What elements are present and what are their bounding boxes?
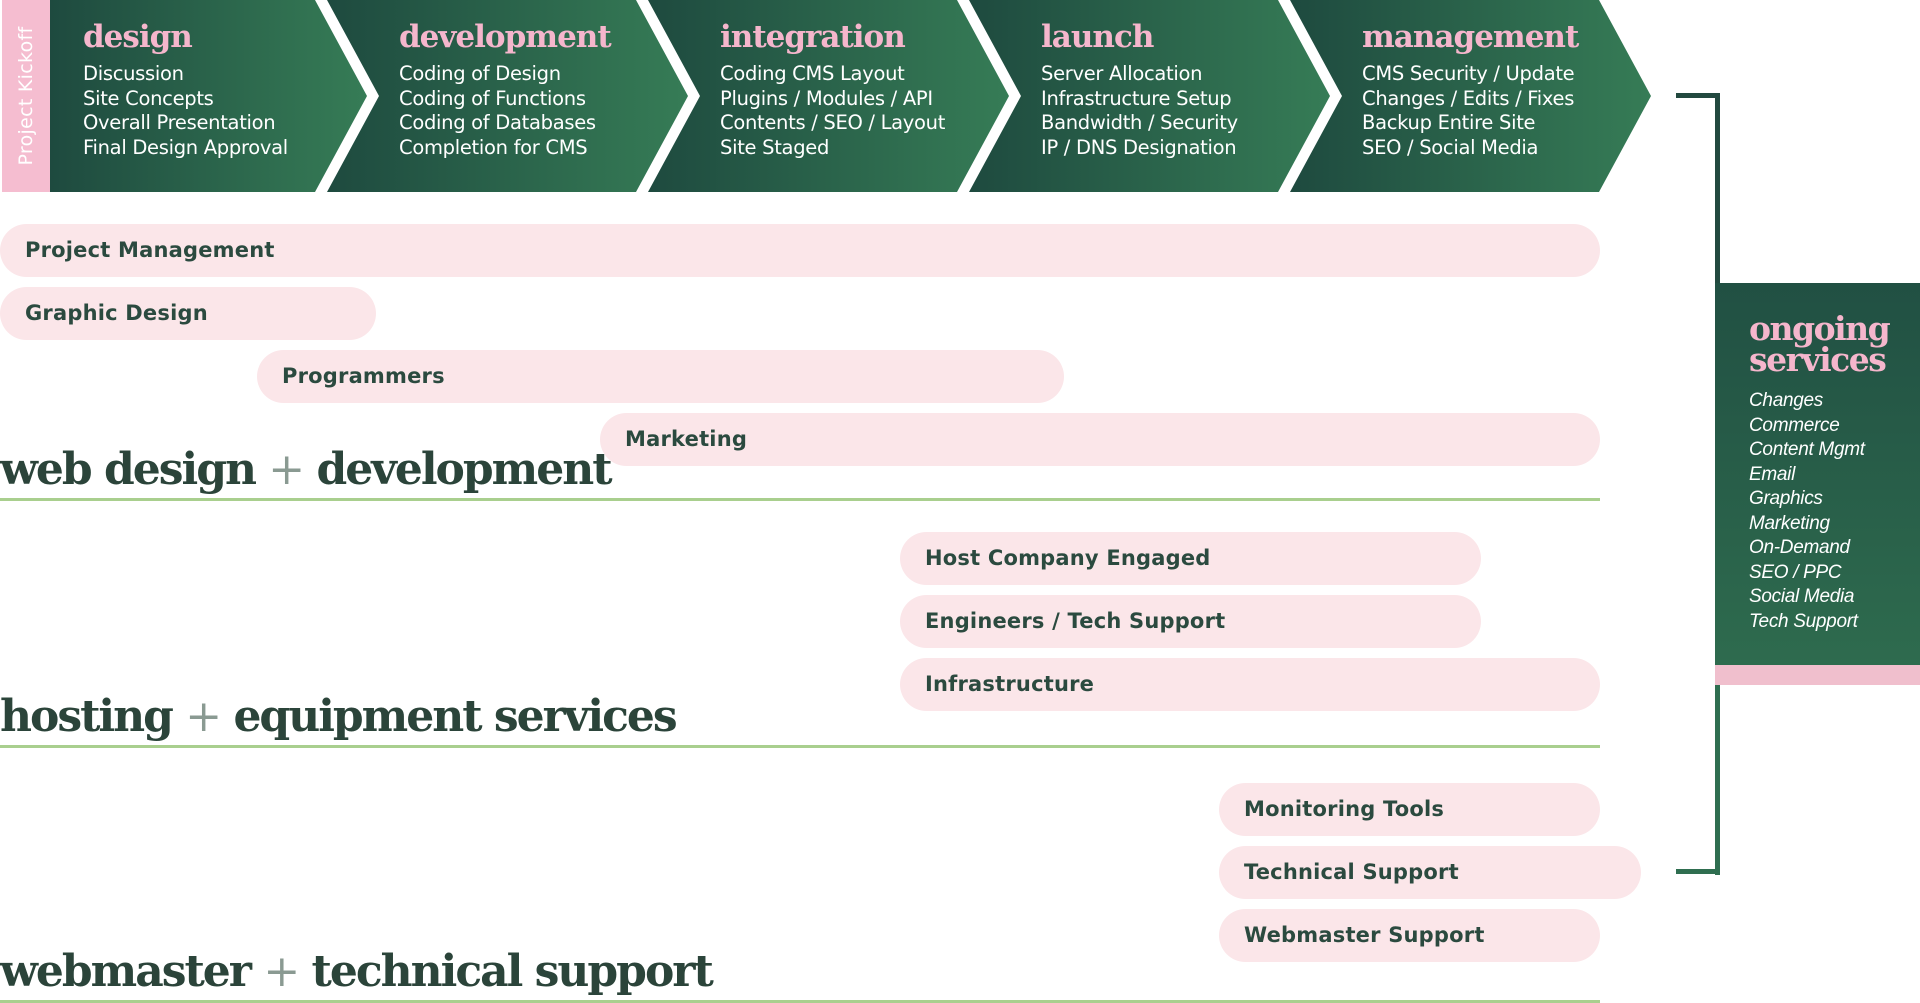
bracket-bottom-horizontal xyxy=(1676,869,1720,874)
phase-management: management CMS Security / Update Changes… xyxy=(1362,18,1579,160)
bar-marketing: Marketing xyxy=(600,413,1600,466)
phase-item: Site Concepts xyxy=(83,86,214,110)
phase-item: Plugins / Modules / API xyxy=(720,86,933,110)
plus-sign: + xyxy=(268,444,305,495)
section-title-part: development xyxy=(316,444,613,495)
ongoing-title-line: ongoing xyxy=(1749,309,1891,348)
chevron-launch xyxy=(969,0,1330,192)
ongoing-item: On-Demand xyxy=(1749,537,1850,558)
ongoing-item: Social Media xyxy=(1749,586,1855,607)
bracket-top-vertical xyxy=(1715,93,1720,283)
phase-item: Overall Presentation xyxy=(83,111,276,134)
ongoing-item: Changes xyxy=(1749,390,1823,411)
section-title-part: hosting xyxy=(0,691,174,742)
section-divider xyxy=(0,498,1600,501)
phase-development: development Coding of Design Coding of F… xyxy=(399,18,612,160)
section-title-part: technical support xyxy=(311,946,714,997)
phase-item: IP / DNS Designation xyxy=(1041,135,1237,159)
ongoing-item: Graphics xyxy=(1749,488,1823,509)
ongoing-item: Content Mgmt xyxy=(1749,439,1865,460)
phase-launch: launch Server Allocation Infrastructure … xyxy=(1041,18,1238,160)
bar-monitoring-tools: Monitoring Tools xyxy=(1219,783,1600,836)
phase-title: management xyxy=(1362,19,1579,55)
phase-item: CMS Security / Update xyxy=(1362,62,1575,85)
phase-title: integration xyxy=(720,19,906,55)
phase-item: Server Allocation xyxy=(1041,62,1203,85)
bar-infrastructure: Infrastructure xyxy=(900,658,1600,711)
phase-item: Coding of Design xyxy=(399,62,561,85)
phase-item: Site Staged xyxy=(720,135,830,159)
ongoing-title-line: services xyxy=(1749,340,1887,379)
ongoing-services-list: Changes Commerce Content Mgmt Email Grap… xyxy=(1749,389,1865,634)
phase-title: development xyxy=(399,19,612,55)
phase-item: Infrastructure Setup xyxy=(1041,86,1232,110)
bar-project-management: Project Management xyxy=(0,224,1600,277)
phase-title: launch xyxy=(1041,19,1154,55)
section-title-webmaster: webmaster + technical support xyxy=(0,946,714,997)
section-title-hosting: hosting + equipment services xyxy=(0,691,678,742)
ongoing-item: SEO / PPC xyxy=(1749,561,1842,583)
bar-graphic-design: Graphic Design xyxy=(0,287,376,340)
plus-sign: + xyxy=(263,946,300,997)
chevron-design xyxy=(50,0,367,192)
bracket-bottom-vertical xyxy=(1715,685,1720,875)
chevron-integration xyxy=(648,0,1009,192)
ongoing-item: Tech Support xyxy=(1749,610,1858,632)
bar-technical-support: Technical Support xyxy=(1219,846,1641,899)
phase-item: Changes / Edits / Fixes xyxy=(1362,86,1575,110)
phase-item: Backup Entire Site xyxy=(1362,111,1536,134)
project-kickoff-label: Project Kickoff xyxy=(15,26,37,166)
phase-item: Final Design Approval xyxy=(83,135,288,159)
section-title-part: equipment services xyxy=(233,691,677,742)
section-title-part: webmaster xyxy=(0,946,252,997)
phase-item: Completion for CMS xyxy=(399,135,588,159)
section-divider xyxy=(0,1000,1600,1003)
bar-programmers: Programmers xyxy=(257,350,1064,403)
phase-design: design Discussion Site Concepts Overall … xyxy=(83,18,288,160)
phase-chevron-band xyxy=(50,0,1651,192)
ongoing-item: Email xyxy=(1749,463,1796,485)
phase-item: Coding of Functions xyxy=(399,86,586,110)
ongoing-services-accent-band xyxy=(1715,665,1920,685)
plus-sign: + xyxy=(185,691,222,742)
ongoing-services-title: ongoing services xyxy=(1749,309,1891,379)
section-divider xyxy=(0,745,1600,748)
section-title-part: web design xyxy=(0,444,257,495)
phase-item: SEO / Social Media xyxy=(1362,135,1539,159)
ongoing-services-panel: ongoing services Changes Commerce Conten… xyxy=(1715,283,1920,665)
project-kickoff-strip: Project Kickoff xyxy=(2,0,50,192)
phase-title: design xyxy=(83,19,193,55)
ongoing-item: Commerce xyxy=(1749,414,1840,436)
phase-item: Discussion xyxy=(83,62,184,85)
phase-item: Coding of Databases xyxy=(399,111,596,134)
section-title-web-design: web design + development xyxy=(0,444,613,495)
phase-integration: integration Coding CMS Layout Plugins / … xyxy=(720,18,945,160)
ongoing-item: Marketing xyxy=(1749,512,1830,534)
phase-item: Coding CMS Layout xyxy=(720,62,905,85)
phase-item: Bandwidth / Security xyxy=(1041,111,1238,134)
bar-host-company-engaged: Host Company Engaged xyxy=(900,532,1481,585)
phase-item: Contents / SEO / Layout xyxy=(720,111,946,134)
bracket-top-horizontal xyxy=(1676,93,1720,98)
bar-webmaster-support: Webmaster Support xyxy=(1219,909,1600,962)
bar-engineers-tech-support: Engineers / Tech Support xyxy=(900,595,1481,648)
chevron-development xyxy=(327,0,688,192)
chevron-management xyxy=(1290,0,1651,192)
